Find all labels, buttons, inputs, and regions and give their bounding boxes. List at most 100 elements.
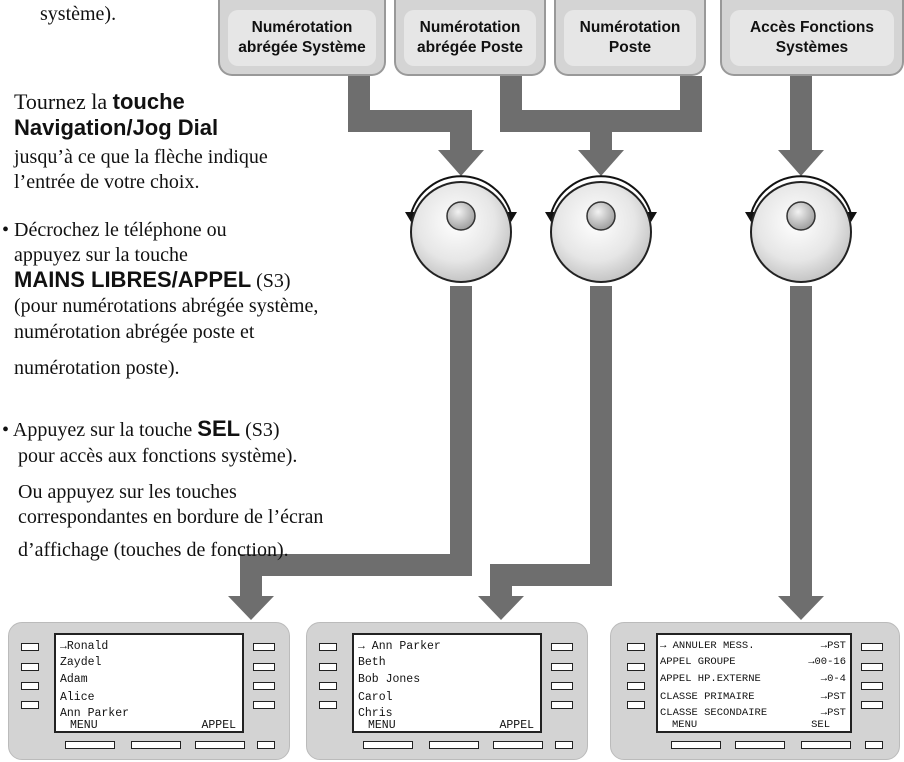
lcd-softkey-label-right: SEL: [811, 719, 830, 731]
soft-key[interactable]: [253, 701, 275, 709]
soft-key[interactable]: [861, 643, 883, 651]
soft-key[interactable]: [627, 682, 645, 690]
connector-line: [590, 286, 612, 586]
soft-key[interactable]: [21, 663, 39, 671]
down-arrow-icon: [778, 596, 824, 620]
connector-line: [590, 110, 612, 152]
connector-line: [490, 564, 612, 586]
function-key[interactable]: [865, 741, 883, 749]
down-arrow-icon: [228, 596, 274, 620]
soft-key[interactable]: [319, 663, 337, 671]
phone-display-panel: → Ann Parker Beth Bob Jones Carol Chris …: [306, 622, 588, 760]
jog-dial-icon: [405, 175, 517, 283]
step-rotate-line4: l’entrée de votre choix.: [14, 171, 200, 193]
soft-key[interactable]: [253, 682, 275, 690]
down-arrow-icon: [578, 150, 624, 176]
function-key[interactable]: [493, 741, 543, 749]
soft-key[interactable]: [21, 682, 39, 690]
phone-display-panel: → ANNULER MESS. →PST APPEL GROUPE →00-16…: [610, 622, 900, 760]
soft-key[interactable]: [551, 682, 573, 690]
lcd-row: Alice: [60, 691, 95, 704]
lcd-softkey-label-left: MENU: [70, 719, 98, 732]
connector-line: [490, 564, 512, 600]
connector-line: [450, 110, 472, 152]
soft-key[interactable]: [627, 663, 645, 671]
intro-fragment: système).: [40, 3, 117, 25]
lcd-row-value: →0-4: [820, 673, 846, 685]
lcd-row: Beth: [358, 656, 386, 669]
soft-key[interactable]: [627, 701, 645, 709]
lcd-screen: → ANNULER MESS. →PST APPEL GROUPE →00-16…: [656, 633, 852, 733]
soft-key[interactable]: [253, 663, 275, 671]
connector-line: [790, 286, 812, 600]
function-key[interactable]: [363, 741, 413, 749]
lcd-row-value: →PST: [820, 691, 846, 703]
function-key[interactable]: [555, 741, 573, 749]
connector-line: [240, 554, 472, 576]
soft-key[interactable]: [861, 701, 883, 709]
soft-key[interactable]: [551, 701, 573, 709]
lcd-row: Zaydel: [60, 656, 102, 669]
lcd-row-value: →PST: [820, 640, 846, 652]
bullet1-line3: MAINS LIBRES/APPEL (S3): [14, 267, 291, 292]
soft-key[interactable]: [319, 701, 337, 709]
function-key[interactable]: [195, 741, 245, 749]
function-key[interactable]: [65, 741, 115, 749]
connector-line: [450, 286, 472, 576]
lcd-row: APPEL GROUPE: [660, 656, 736, 668]
lcd-row: Bob Jones: [358, 673, 421, 686]
soft-key[interactable]: [319, 682, 337, 690]
lcd-softkey-label-left: MENU: [672, 719, 698, 731]
function-key[interactable]: [257, 741, 275, 749]
bullet2-line2: pour accès aux fonctions système).: [18, 445, 298, 467]
function-key[interactable]: [735, 741, 785, 749]
soft-key[interactable]: [861, 663, 883, 671]
function-key[interactable]: [671, 741, 721, 749]
jog-dial-icon: [545, 175, 657, 283]
jog-dial-icon: [745, 175, 857, 283]
lcd-screen: → Ann Parker Beth Bob Jones Carol Chris …: [352, 633, 542, 733]
lcd-row: APPEL HP.EXTERNE: [660, 673, 761, 685]
function-key[interactable]: [131, 741, 181, 749]
soft-key[interactable]: [861, 682, 883, 690]
soft-key[interactable]: [253, 643, 275, 651]
lcd-softkey-label-left: MENU: [368, 719, 396, 732]
connector-line: [240, 554, 262, 600]
soft-key[interactable]: [551, 663, 573, 671]
soft-key[interactable]: [21, 643, 39, 651]
bullet2-line5: d’affichage (touches de fonction).: [18, 539, 289, 561]
bullet1-line4: (pour numérotations abrégée système,: [14, 295, 319, 317]
step-rotate-line1: Tournez la touche: [14, 89, 185, 114]
bullet2-line1: • Appuyez sur la touche SEL (S3): [2, 416, 280, 441]
lcd-row: Ann Parker: [60, 707, 130, 720]
down-arrow-icon: [778, 150, 824, 176]
jog-dial-key-label: Navigation/Jog Dial: [14, 115, 219, 140]
soft-key[interactable]: [21, 701, 39, 709]
down-arrow-icon: [438, 150, 484, 176]
bullet1-line6: numérotation poste).: [14, 357, 180, 379]
lcd-row: Adam: [60, 673, 88, 686]
lcd-row: Chris: [358, 707, 393, 720]
soft-key[interactable]: [319, 643, 337, 651]
soft-key[interactable]: [627, 643, 645, 651]
connector-line: [348, 110, 472, 132]
function-key[interactable]: [429, 741, 479, 749]
step-rotate-line3: jusqu’à ce que la flèche indique: [14, 146, 268, 168]
lcd-softkey-label-right: APPEL: [201, 719, 236, 732]
lcd-row: Carol: [358, 691, 393, 704]
phone-display-panel: →Ronald Zaydel Adam Alice Ann Parker MEN…: [8, 622, 290, 760]
function-key[interactable]: [801, 741, 851, 749]
soft-key[interactable]: [551, 643, 573, 651]
bullet1-line5: numérotation abrégée poste et: [14, 321, 255, 343]
lcd-row-value: →00-16: [808, 656, 846, 668]
